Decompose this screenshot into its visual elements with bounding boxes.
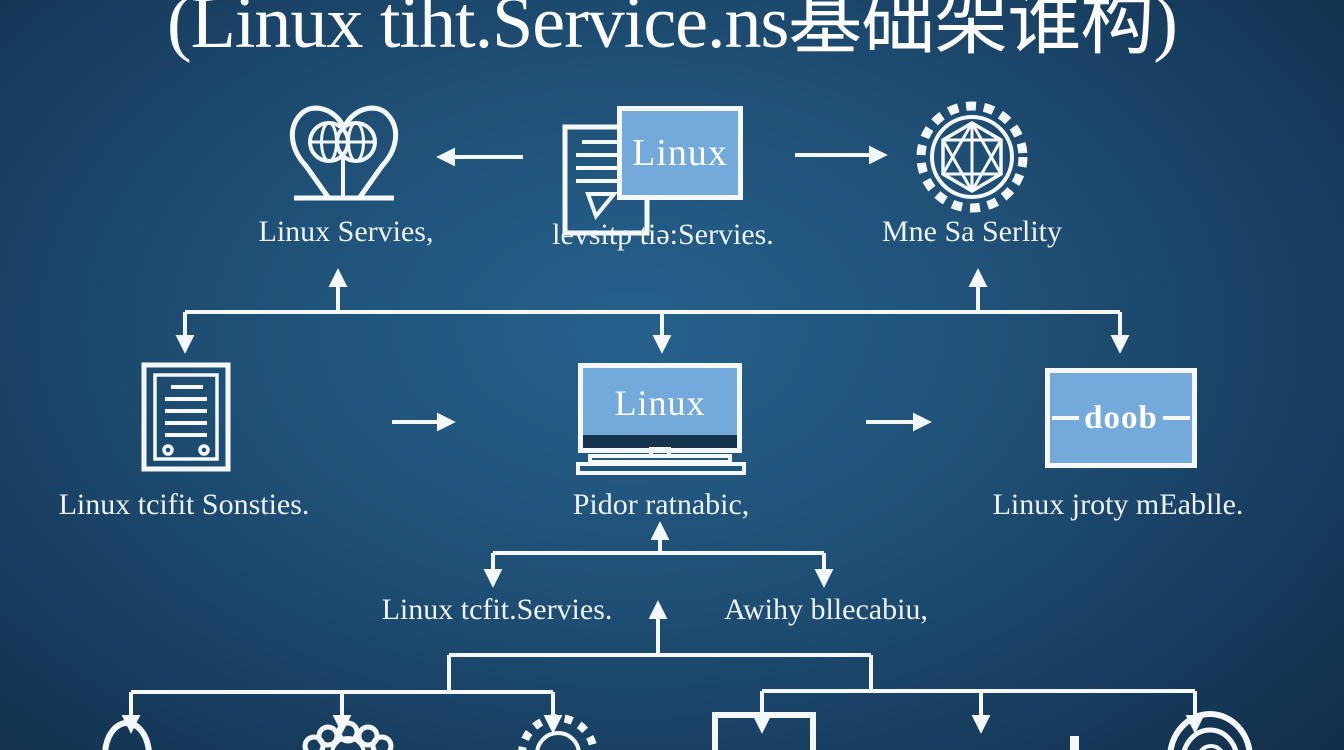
scalloped-flower-icon: [302, 720, 394, 750]
monitor-screen-bar: [583, 435, 737, 448]
label-mid-right: Linux jroty mEablle.: [992, 488, 1244, 521]
doob-right-dash: [1162, 416, 1190, 420]
document-icon: [141, 362, 231, 472]
gear-icon: [518, 714, 598, 750]
linux-badge-box: Linux: [617, 106, 743, 200]
label-mid-left: Linux tcifit Sonsties.: [58, 488, 310, 521]
label-mid-center: Pidor ratnabic,: [572, 488, 750, 521]
small-mark: [1070, 736, 1079, 750]
diagram-title: (Linux tiht.Service.ns基础架谁构): [167, 0, 1178, 64]
monitor-screen-label: Linux: [614, 383, 706, 423]
label-top-left: Linux Servies,: [258, 215, 434, 248]
monitor-base: [576, 462, 746, 475]
label-low-right: Awihy bllecabiu,: [724, 593, 928, 626]
monitor-screen: Linux: [578, 363, 742, 453]
label-low-left: Linux tcfit.Servies.: [381, 593, 613, 626]
gear-globe-icon: [916, 101, 1028, 213]
doob-box-label: doob: [1084, 399, 1158, 436]
label-top-right: Mne Sa Serlity: [882, 215, 1062, 248]
monitor-partial-icon: [712, 712, 816, 750]
heart-globe-icon: [289, 105, 399, 201]
concentric-circles-icon: [1167, 711, 1253, 750]
doob-left-dash: [1052, 416, 1080, 420]
doob-box: doob: [1045, 368, 1197, 468]
linux-badge-label: Linux: [632, 132, 728, 174]
label-top-center: levsitp tiə:Servies.: [552, 218, 774, 251]
